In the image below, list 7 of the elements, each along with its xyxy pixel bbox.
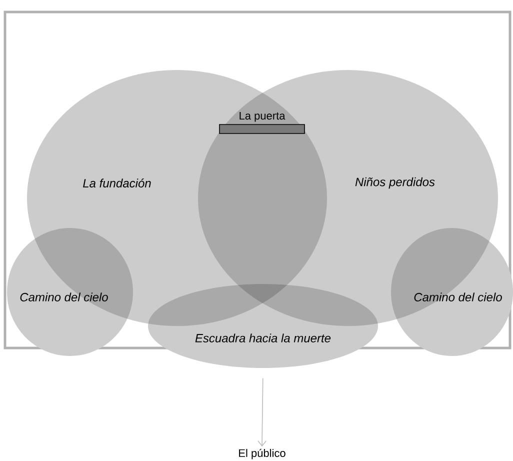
node-label: La fundación (83, 178, 151, 188)
node-label: La puerta (240, 112, 286, 122)
door-bar: La puerta (219, 112, 305, 134)
node-label: Niños perdidos (355, 177, 435, 189)
node-label: Escuadra hacia la muerte (195, 334, 331, 342)
audience-label: El público (239, 448, 286, 460)
arrow (258, 378, 266, 447)
